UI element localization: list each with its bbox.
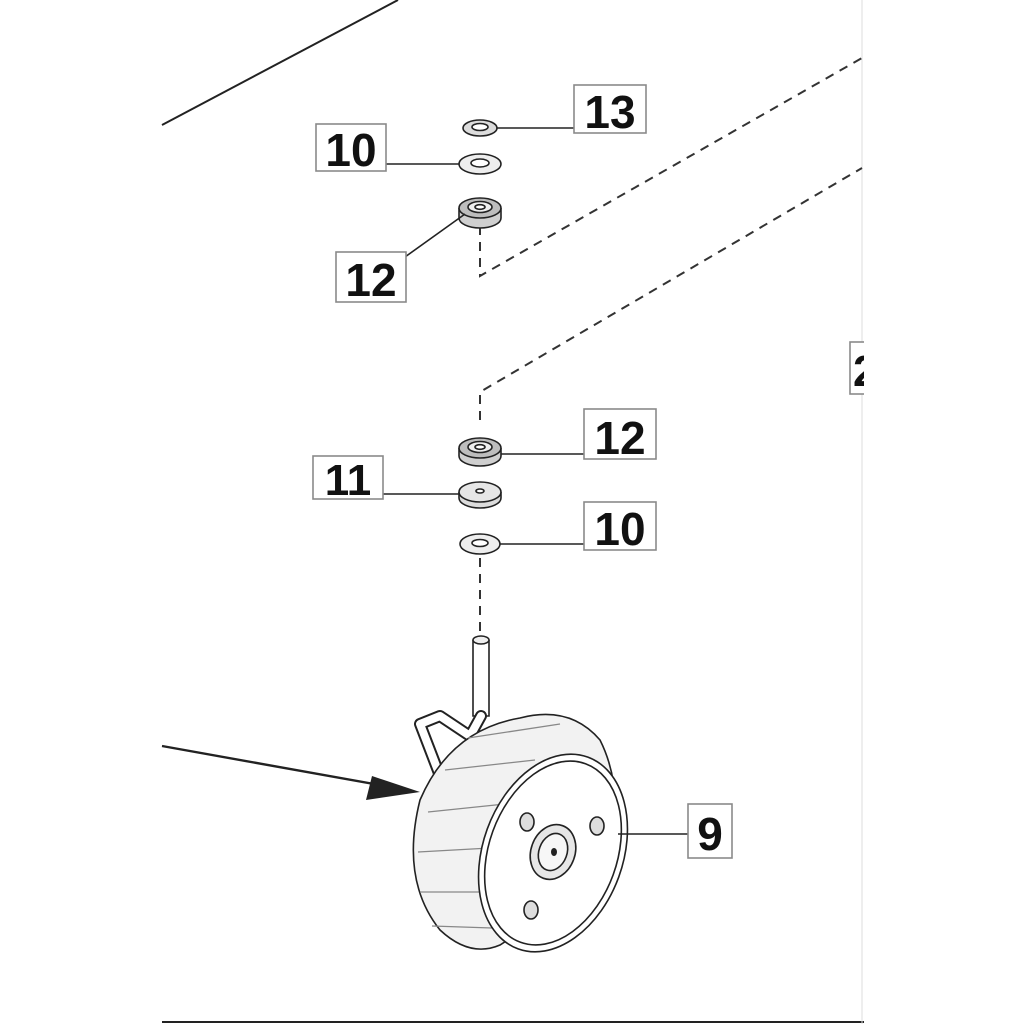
callout-12-middle-text: 12	[594, 412, 645, 464]
callout-13-text: 13	[584, 86, 635, 138]
bearing-part-12-middle	[458, 437, 502, 467]
nut-part-13	[462, 119, 498, 137]
wheel-rivet-hole	[523, 900, 539, 920]
washer-part-10-top	[458, 153, 502, 175]
wheel-rivet-hole	[519, 812, 535, 832]
callout-10-top: 10	[315, 123, 387, 176]
callout-9-text: 9	[697, 808, 723, 860]
callout-10-middle: 10	[583, 501, 657, 555]
wheel-axle-shaft	[472, 640, 490, 717]
assembly-dashed-line-lower	[479, 167, 863, 420]
bearing-part-12-top	[458, 197, 502, 229]
wheel-assembly-part-9	[412, 635, 629, 953]
spacer-part-11	[458, 481, 502, 509]
callout-12-middle: 12	[583, 408, 657, 464]
assembly-dashed-line-upper	[479, 57, 863, 278]
frame-diagonal-line	[161, 0, 399, 126]
callout-11: 11	[312, 455, 384, 505]
callout-12-top: 12	[335, 251, 407, 306]
pointer-arrow	[161, 744, 420, 800]
leader-line-12-top	[397, 213, 466, 263]
wheel-rivet-hole	[589, 816, 605, 836]
callout-10-middle-text: 10	[594, 503, 645, 555]
callout-10-top-text: 10	[325, 124, 376, 176]
callout-11-text: 11	[325, 456, 372, 505]
callout-13: 13	[573, 84, 647, 138]
callout-12-top-text: 12	[345, 254, 396, 306]
right-edge-crop	[864, 0, 1024, 1024]
callout-9: 9	[687, 803, 733, 860]
washer-part-10-middle	[459, 533, 501, 555]
tyre-tread-ribs	[417, 723, 561, 929]
